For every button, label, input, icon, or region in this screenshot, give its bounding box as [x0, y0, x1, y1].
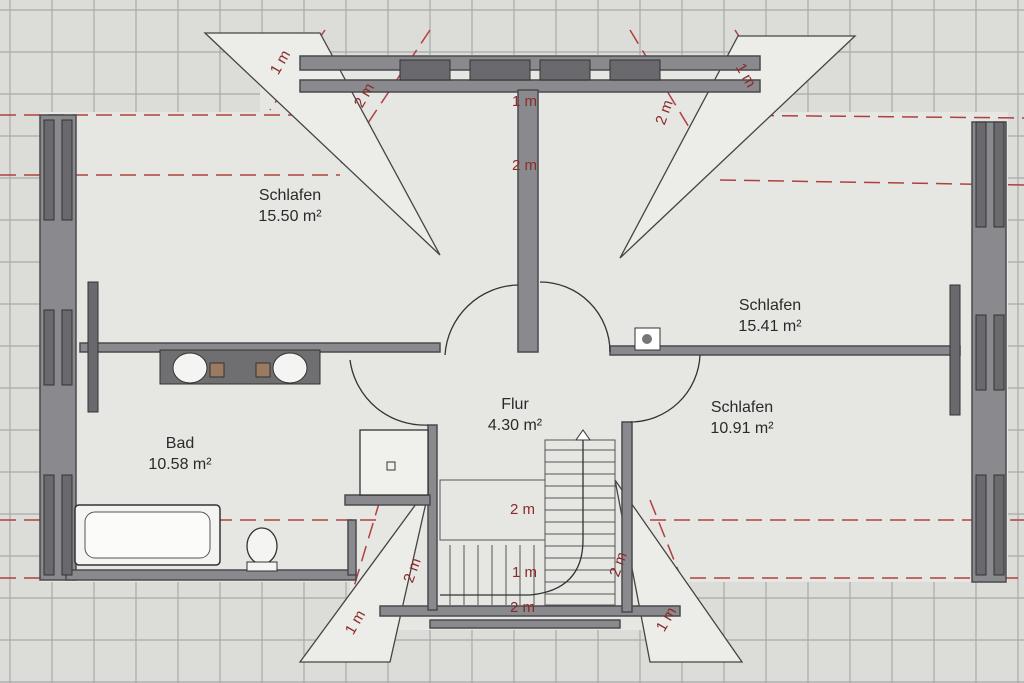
dimension-label: 1 m	[512, 564, 538, 581]
wall-stair-west	[427, 424, 438, 611]
vanity-item	[209, 362, 225, 378]
door-swing-se	[629, 354, 701, 423]
window	[975, 121, 987, 228]
bathroom-fixtures	[74, 327, 661, 572]
wall-shower	[344, 494, 431, 506]
wall-closet	[347, 519, 357, 576]
window	[43, 309, 55, 386]
room-label-schlafen-se: Schlafen 10.91 m²	[680, 397, 804, 439]
wall-south-dormer	[379, 605, 681, 617]
window	[61, 119, 73, 221]
sink-right-icon	[272, 352, 308, 384]
dormer-triangles	[203, 32, 857, 663]
bathtub-inner	[84, 511, 211, 559]
room-area: 10.58 m²	[148, 456, 212, 473]
windows	[43, 59, 1005, 576]
room-label-schlafen-nw: Schlafen 15.50 m²	[228, 185, 352, 227]
window	[975, 314, 987, 391]
slope-line	[629, 29, 716, 171]
door-swing-nw	[444, 284, 519, 356]
room-name: Bad	[165, 435, 195, 452]
window-north	[539, 59, 591, 81]
staircase	[439, 429, 616, 606]
room-label-bad: Bad 10.58 m²	[118, 433, 242, 475]
wall-ne-se	[609, 345, 961, 356]
window	[993, 121, 1005, 228]
room-name: Schlafen	[710, 399, 774, 416]
room-label-schlafen-ne: Schlafen 15.41 m²	[708, 295, 832, 337]
door-swings	[349, 281, 701, 426]
room-area: 4.30 m²	[487, 417, 543, 434]
window	[87, 281, 99, 413]
window	[993, 474, 1005, 576]
dimension-label: 2 m	[510, 599, 536, 616]
room-label-flur: Flur 4.30 m²	[460, 394, 570, 436]
dormer-triangle-sw	[298, 484, 431, 663]
wall-center	[517, 89, 539, 353]
room-name: Schlafen	[738, 297, 802, 314]
sink-left-icon	[172, 352, 208, 384]
room-name: Schlafen	[258, 187, 322, 204]
slope-line	[349, 499, 381, 601]
toilet-tank	[246, 561, 278, 572]
door-swing-ne	[539, 281, 611, 353]
room-area: 15.50 m²	[258, 208, 322, 225]
wall-south-dormer-outer	[429, 619, 621, 629]
window-north	[399, 59, 451, 81]
room-name: Flur	[501, 396, 529, 413]
toilet-icon	[246, 527, 278, 565]
window	[993, 314, 1005, 391]
stair-arrow-icon	[575, 429, 591, 441]
window-north	[609, 59, 661, 81]
window	[43, 474, 55, 576]
slope-line	[649, 499, 691, 601]
wall-south-bad	[65, 569, 357, 581]
window	[975, 474, 987, 576]
window	[43, 119, 55, 221]
window	[61, 474, 73, 576]
vanity-item	[255, 362, 271, 378]
window	[949, 284, 961, 416]
dormer-triangle-ne	[619, 35, 857, 259]
door-swing-bad	[349, 359, 429, 426]
room-area: 10.91 m²	[710, 420, 774, 437]
wall-stair-east	[621, 421, 633, 613]
stair-landing	[439, 479, 546, 541]
window	[61, 309, 73, 386]
dimension-label: 2 m	[510, 501, 536, 518]
window-north	[469, 59, 531, 81]
dimension-label: 2 m	[512, 157, 538, 174]
room-area: 15.41 m²	[738, 318, 802, 335]
stair-walkline	[440, 440, 584, 596]
dimension-label: 1 m	[512, 93, 538, 110]
dormer-triangle-nw	[203, 32, 441, 256]
shower-drain-icon	[386, 461, 396, 471]
chimney-flue-icon	[642, 334, 652, 344]
